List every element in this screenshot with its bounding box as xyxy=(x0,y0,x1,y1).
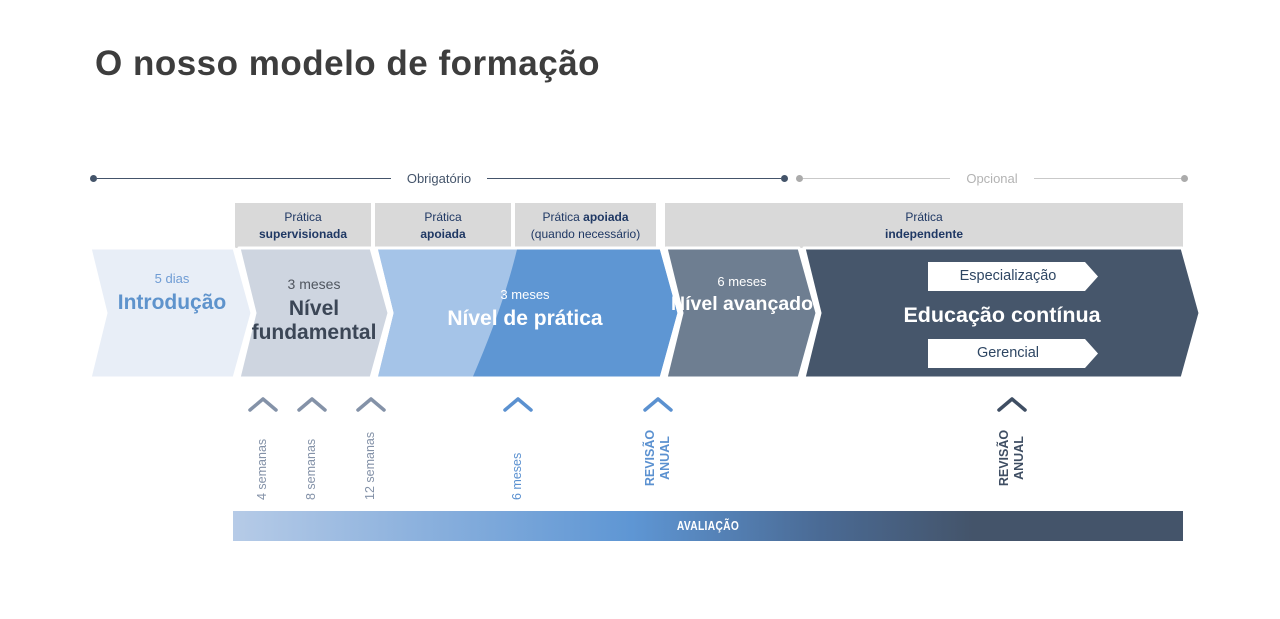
timeline-mandatory: Obrigatório xyxy=(90,171,788,186)
stage-name: Nível de prática xyxy=(447,307,603,330)
chevron-up-icon xyxy=(297,397,327,412)
timeline-dot-end xyxy=(1181,175,1188,182)
stage-nivel-fundamental: 3 meses Nível fundamental xyxy=(239,276,389,344)
evaluation-bar: AVALIAÇÃO xyxy=(233,511,1183,541)
milestone-line2: ANUAL xyxy=(658,436,672,480)
stage-name: Nível avançado xyxy=(671,293,813,315)
milestone-revisao-anual-2: REVISÃO ANUAL xyxy=(997,416,1027,500)
page-title: O nosso modelo de formação xyxy=(95,44,601,83)
banner-especializacao: Especialização xyxy=(928,262,1098,291)
stage-name: Nível fundamental xyxy=(251,297,377,344)
chevron-up-icon xyxy=(643,397,673,412)
stage-educacao-continua: Educação contínua xyxy=(852,303,1152,327)
timeline-line xyxy=(803,178,951,179)
milestone-line1: REVISÃO xyxy=(997,429,1011,487)
milestone-revisao-anual-1: REVISÃO ANUAL xyxy=(643,416,673,500)
header-line1: Prática xyxy=(424,210,462,224)
timeline-dot-start xyxy=(796,175,803,182)
header-line2: (quando necessário) xyxy=(530,227,641,242)
timeline-line xyxy=(487,178,781,179)
chevron-up-icon xyxy=(503,397,533,412)
timeline-line xyxy=(97,178,391,179)
header-line1: Prática xyxy=(905,210,943,224)
stage-duration: 5 dias xyxy=(154,271,190,286)
stage-name: Educação contínua xyxy=(903,303,1101,327)
header-line1: Prática xyxy=(284,210,322,224)
evaluation-label: AVALIAÇÃO xyxy=(676,519,740,533)
banner-gerencial: Gerencial xyxy=(928,339,1098,368)
header-pratica-supervisionada: Prática supervisionada xyxy=(235,203,371,248)
header-line2: independente xyxy=(884,227,963,242)
stage-duration: 6 meses xyxy=(717,274,767,289)
stage-nivel-avancado: 6 meses Nível avançado xyxy=(668,274,816,316)
header-line2: supervisionada xyxy=(258,227,348,242)
milestone-12-semanas: 12 semanas xyxy=(363,431,377,500)
timeline-dot-start xyxy=(90,175,97,182)
stage-duration: 3 meses xyxy=(500,287,550,302)
milestone-8-semanas: 8 semanas xyxy=(304,438,318,500)
milestone-4-semanas: 4 semanas xyxy=(255,438,269,500)
timeline-optional-label: Opcional xyxy=(966,171,1018,186)
timeline-dot-end xyxy=(781,175,788,182)
stage-name: Introdução xyxy=(117,291,227,314)
milestone-line2: ANUAL xyxy=(1012,436,1026,480)
stage-nivel-de-pratica: 3 meses Nível de prática xyxy=(380,287,670,331)
header-line2: apoiada xyxy=(420,227,466,242)
header-line1: Prática apoiada xyxy=(542,210,629,224)
chevron-up-icon xyxy=(248,397,278,412)
header-pratica-apoiada-quando-necessario: Prática apoiada (quando necessário) xyxy=(515,203,656,248)
stage-duration: 3 meses xyxy=(287,276,341,292)
timeline-mandatory-label: Obrigatório xyxy=(406,171,472,186)
timeline-line xyxy=(1033,178,1181,179)
stage-introducao: 5 dias Introdução xyxy=(92,271,252,315)
chevron-up-icon xyxy=(356,397,386,412)
header-pratica-apoiada: Prática apoiada xyxy=(375,203,511,248)
header-pratica-independente: Prática independente xyxy=(665,203,1183,248)
milestone-line1: REVISÃO xyxy=(643,429,657,487)
timeline-optional: Opcional xyxy=(796,171,1188,186)
chevron-up-icon xyxy=(997,397,1027,412)
milestone-6-meses: 6 meses xyxy=(510,452,524,500)
